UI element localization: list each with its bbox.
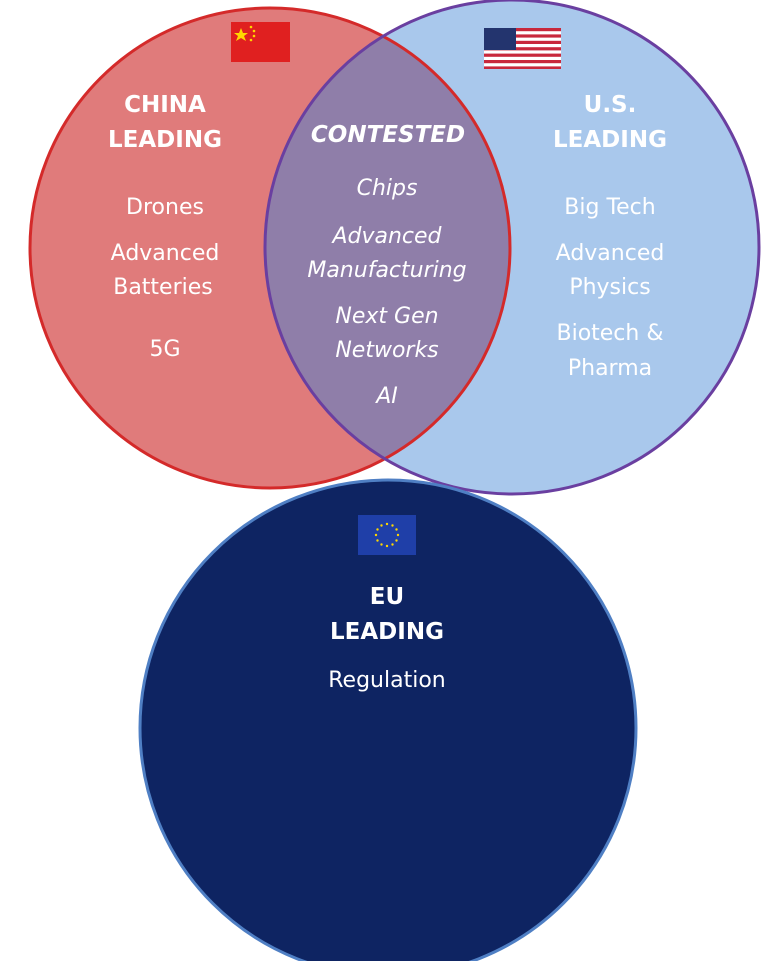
us-title-line2: LEADING [553, 127, 667, 153]
contested-item: Chips [357, 176, 418, 201]
eu-flag-icon [358, 515, 416, 555]
contested-item: Manufacturing [307, 258, 466, 283]
china-item: 5G [149, 337, 180, 362]
china-title-line1: CHINA [124, 92, 206, 118]
contested-item: Networks [335, 338, 438, 363]
eu-circle [138, 478, 638, 961]
china-item: Batteries [113, 275, 213, 300]
eu-title-line2: LEADING [330, 619, 444, 645]
contested-item: AI [374, 384, 398, 409]
china-item: Advanced [111, 241, 220, 266]
us-circle-outline [263, 0, 761, 496]
eu-title-line1: EU [370, 584, 404, 610]
china-title-line2: LEADING [108, 127, 222, 153]
china-item: Drones [126, 195, 204, 220]
eu-item: Regulation [328, 668, 445, 693]
us-item: Physics [569, 275, 650, 300]
us-item: Big Tech [564, 195, 655, 220]
china-circle-outline [28, 6, 512, 490]
china-flag-icon [231, 22, 290, 62]
contested-item: Next Gen [335, 304, 438, 329]
us-flag-icon [484, 28, 561, 69]
contested-title: CONTESTED [311, 122, 465, 148]
us-item: Pharma [568, 356, 652, 381]
contested-item: Advanced [330, 224, 442, 249]
us-item: Advanced [556, 241, 665, 266]
contested-overlap [265, 8, 510, 488]
us-title-line1: U.S. [584, 92, 637, 118]
us-item: Biotech & [556, 321, 663, 346]
